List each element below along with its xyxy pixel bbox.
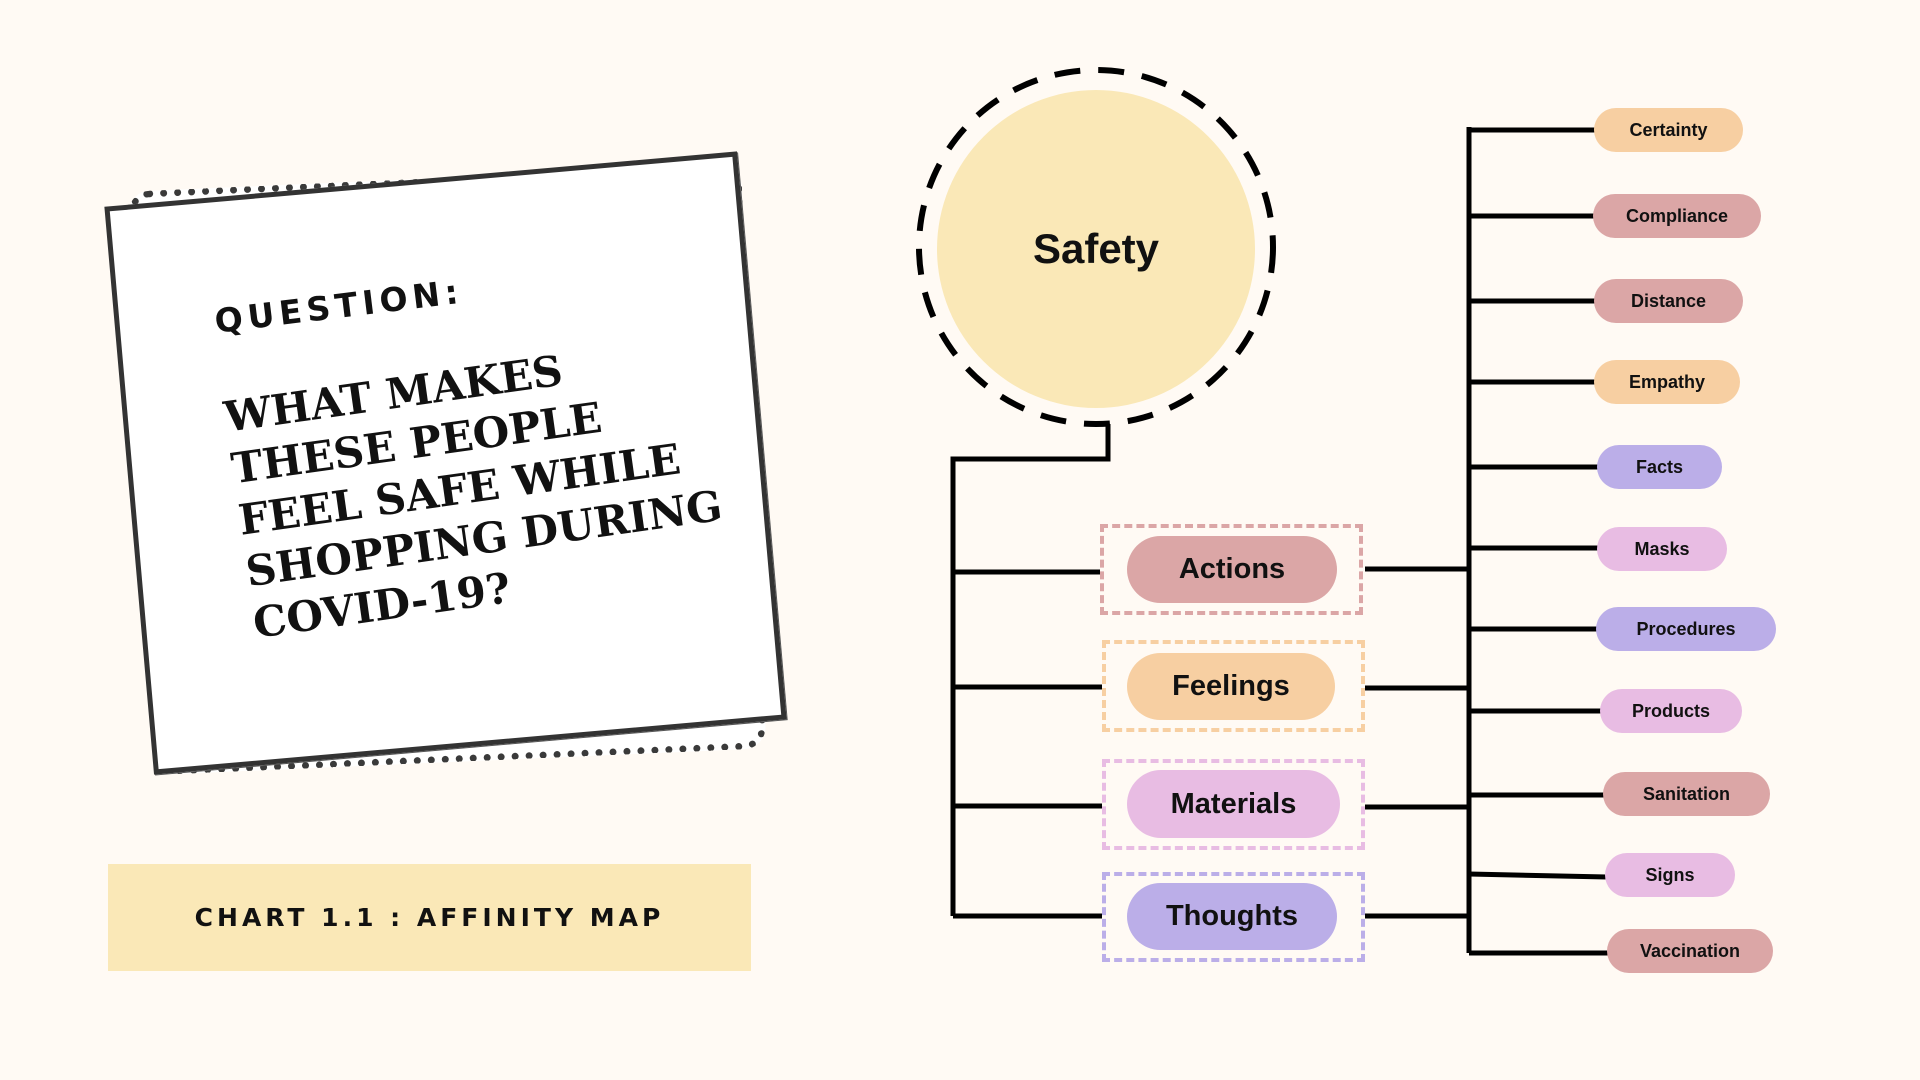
root-connector xyxy=(950,424,1111,916)
root-dashed-ring xyxy=(916,67,1276,427)
chart-caption-banner: CHART 1.1 : AFFINITY MAP xyxy=(108,864,751,971)
leaf-empathy: Empathy xyxy=(1594,360,1740,404)
leaf-sanitation: Sanitation xyxy=(1603,772,1770,816)
chart-caption: CHART 1.1 : AFFINITY MAP xyxy=(194,903,665,932)
category-thoughts: Thoughts xyxy=(1127,883,1337,950)
leaf-signs: Signs xyxy=(1605,853,1735,897)
leaf-distance: Distance xyxy=(1594,279,1743,323)
leaf-vaccination: Vaccination xyxy=(1607,929,1773,973)
right-tree xyxy=(1365,127,1609,956)
category-feelings: Feelings xyxy=(1127,653,1335,720)
group-box-materials xyxy=(1102,759,1365,850)
leaf-facts: Facts xyxy=(1597,445,1722,489)
leaf-procedures: Procedures xyxy=(1596,607,1776,651)
group-box-actions xyxy=(1100,524,1363,615)
left-tree xyxy=(950,424,1111,919)
leaf-certainty: Certainty xyxy=(1594,108,1743,152)
category-actions: Actions xyxy=(1127,536,1337,603)
leaf-masks: Masks xyxy=(1597,527,1727,571)
root-node-safety: Safety xyxy=(937,90,1255,408)
leaf-products: Products xyxy=(1600,689,1742,733)
group-box-feelings xyxy=(1102,640,1365,732)
root-label: Safety xyxy=(1032,225,1160,272)
category-materials: Materials xyxy=(1127,770,1340,838)
group-box-thoughts xyxy=(1102,872,1365,962)
leaf-compliance: Compliance xyxy=(1593,194,1761,238)
